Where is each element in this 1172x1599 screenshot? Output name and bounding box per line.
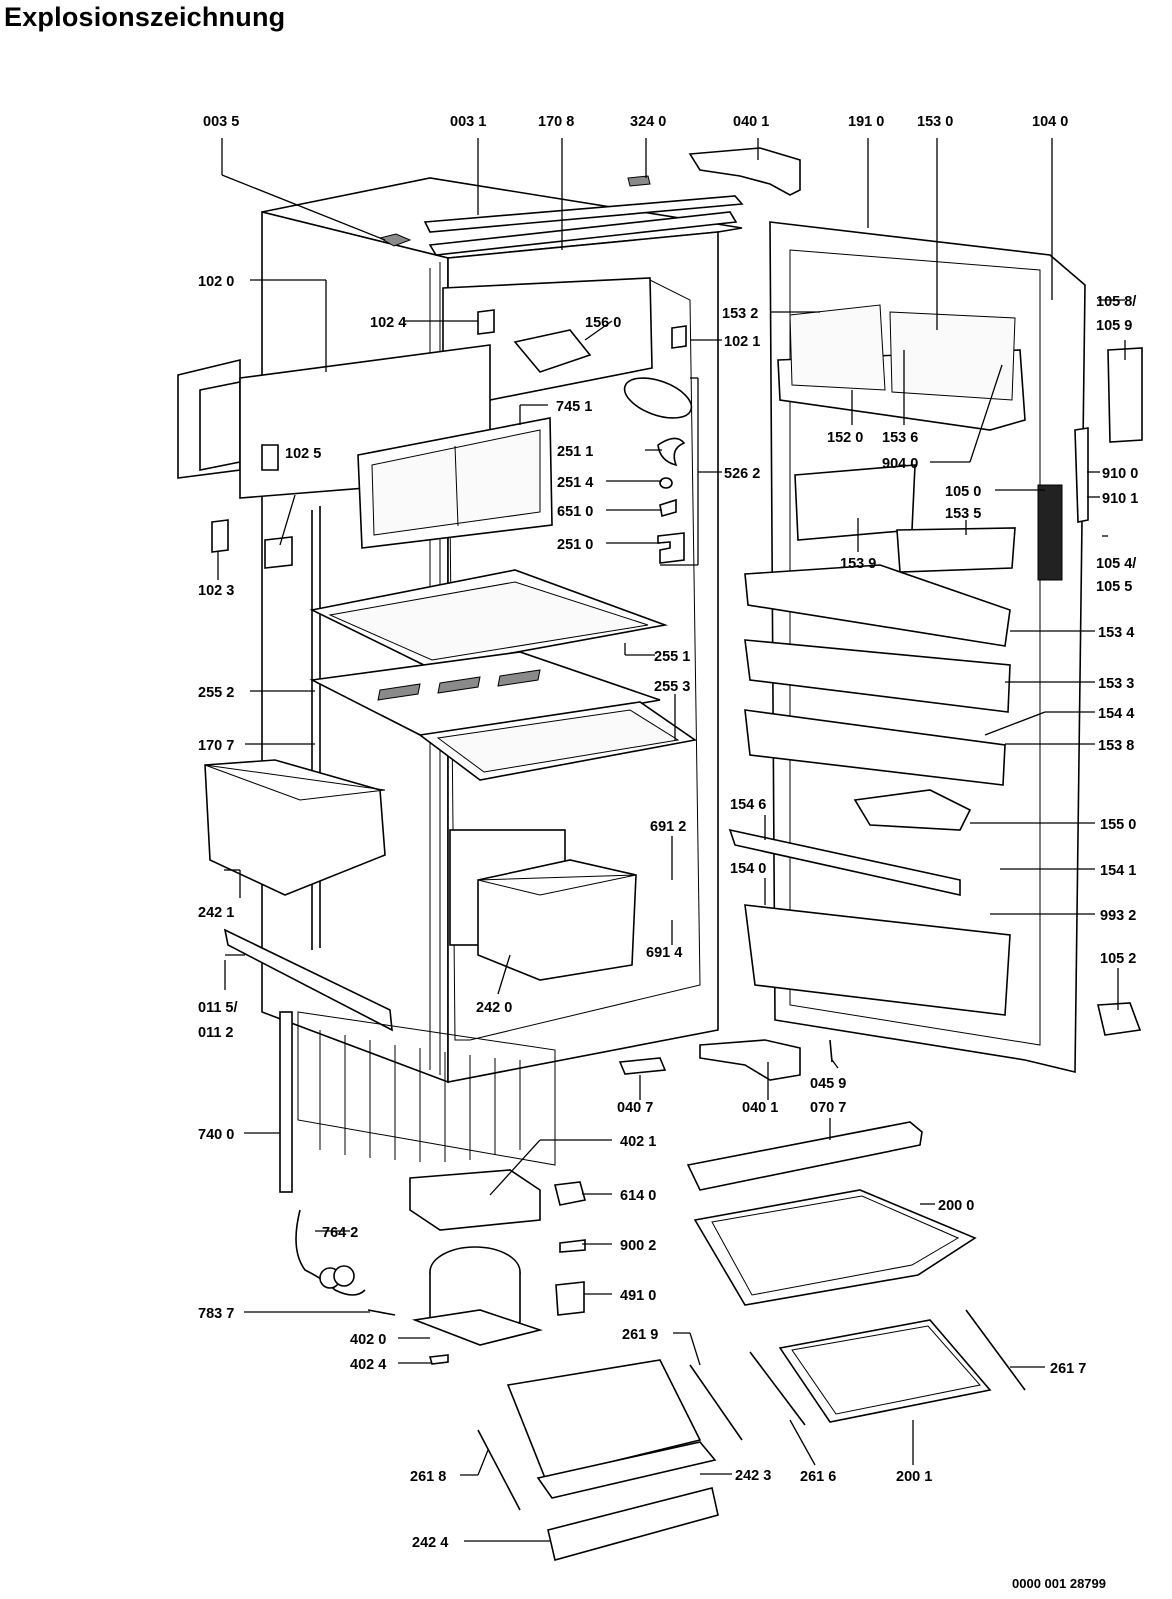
part-label: 102 5: [285, 446, 321, 462]
part-label: 255 2: [198, 685, 234, 701]
small-inner-parts: [477, 309, 693, 564]
part-label: 154 0: [730, 861, 766, 877]
part-label: 242 4: [412, 1535, 448, 1551]
part-label: 255 1: [654, 649, 690, 665]
part-label: 105 0: [945, 484, 981, 500]
condenser-grid: [279, 1011, 556, 1193]
part-label: 904 0: [882, 456, 918, 472]
part-label: 011 5/: [198, 1000, 238, 1016]
part-label: 764 2: [322, 1225, 358, 1241]
part-label: 251 0: [557, 537, 593, 553]
part-label: 740 0: [198, 1127, 234, 1143]
part-label: 242 3: [735, 1468, 771, 1484]
page-title: Explosionszeichnung: [4, 2, 286, 32]
part-label: 491 0: [620, 1288, 656, 1304]
part-label: 251 4: [557, 475, 593, 491]
part-label: 105 5: [1096, 579, 1132, 595]
part-label: 155 0: [1100, 817, 1136, 833]
part-label: 153 2: [722, 306, 758, 322]
part-label: 251 1: [557, 444, 593, 460]
part-label: 104 0: [1032, 114, 1068, 130]
bottom-trays: [477, 1189, 1026, 1561]
part-label: 154 1: [1100, 863, 1136, 879]
leader-lines: [217, 138, 1126, 1542]
part-label: 651 0: [557, 504, 593, 520]
part-label: 993 2: [1100, 908, 1136, 924]
part-label: 783 7: [198, 1306, 234, 1322]
part-label: 040 1: [742, 1100, 778, 1116]
part-label: 102 4: [370, 315, 406, 331]
part-label: 154 4: [1098, 706, 1134, 722]
left-drawers: [204, 759, 393, 1032]
part-label: 910 0: [1102, 466, 1138, 482]
part-label: 691 2: [650, 819, 686, 835]
crisper-box: [477, 859, 637, 981]
part-label: 153 3: [1098, 676, 1134, 692]
part-label: 614 0: [620, 1188, 656, 1204]
part-label: 105 8/: [1096, 294, 1136, 310]
part-label: 910 1: [1102, 491, 1138, 507]
part-label: 102 3: [198, 583, 234, 599]
part-label: 153 8: [1098, 738, 1134, 754]
document-number: 0000 001 28799: [1012, 1576, 1106, 1591]
part-label: 156 0: [585, 315, 621, 331]
part-label: 152 0: [827, 430, 863, 446]
part-label: 105 9: [1096, 318, 1132, 334]
part-label: 070 7: [810, 1100, 846, 1116]
part-number-labels: 003 5 003 1 170 8 324 0 040 1 191 0 153 …: [198, 114, 1138, 1551]
top-rail-parts: [378, 147, 801, 256]
part-label: 003 1: [450, 114, 486, 130]
part-label: 003 5: [203, 114, 239, 130]
part-label: 745 1: [556, 399, 592, 415]
part-label: 153 6: [882, 430, 918, 446]
part-label: 200 1: [896, 1469, 932, 1485]
freezer-flap: [357, 417, 553, 549]
part-label: 402 0: [350, 1332, 386, 1348]
part-label: 255 3: [654, 679, 690, 695]
part-label: 153 9: [840, 556, 876, 572]
part-label: 045 9: [810, 1076, 846, 1092]
part-label: 242 0: [476, 1000, 512, 1016]
part-label: 191 0: [848, 114, 884, 130]
part-label: 900 2: [620, 1238, 656, 1254]
part-label: 153 4: [1098, 625, 1134, 641]
part-label: 105 4/: [1096, 556, 1136, 572]
part-label: 040 1: [733, 114, 769, 130]
part-label: 153 0: [917, 114, 953, 130]
part-label: 242 1: [198, 905, 234, 921]
part-label: 691 4: [646, 945, 682, 961]
compressor: [295, 1169, 587, 1365]
part-label: 105 2: [1100, 951, 1136, 967]
part-label: 526 2: [724, 466, 760, 482]
part-label: 200 0: [938, 1198, 974, 1214]
part-label: 402 4: [350, 1357, 386, 1373]
part-label: 402 1: [620, 1134, 656, 1150]
part-label: 040 7: [617, 1100, 653, 1116]
part-label: 261 6: [800, 1469, 836, 1485]
part-label: 011 2: [198, 1025, 234, 1041]
bottom-small-parts: [618, 1039, 923, 1191]
part-label: 261 9: [622, 1327, 658, 1343]
part-label: 170 7: [198, 738, 234, 754]
glass-shelves: [309, 569, 698, 781]
part-label: 170 8: [538, 114, 574, 130]
part-label: 261 8: [410, 1469, 446, 1485]
part-label: 102 0: [198, 274, 234, 290]
part-label: 261 7: [1050, 1361, 1086, 1377]
refrigerator-door: [728, 221, 1143, 1074]
part-label: 153 5: [945, 506, 981, 522]
part-label: 102 1: [724, 334, 760, 350]
part-label: 154 6: [730, 797, 766, 813]
part-label: 324 0: [630, 114, 666, 130]
